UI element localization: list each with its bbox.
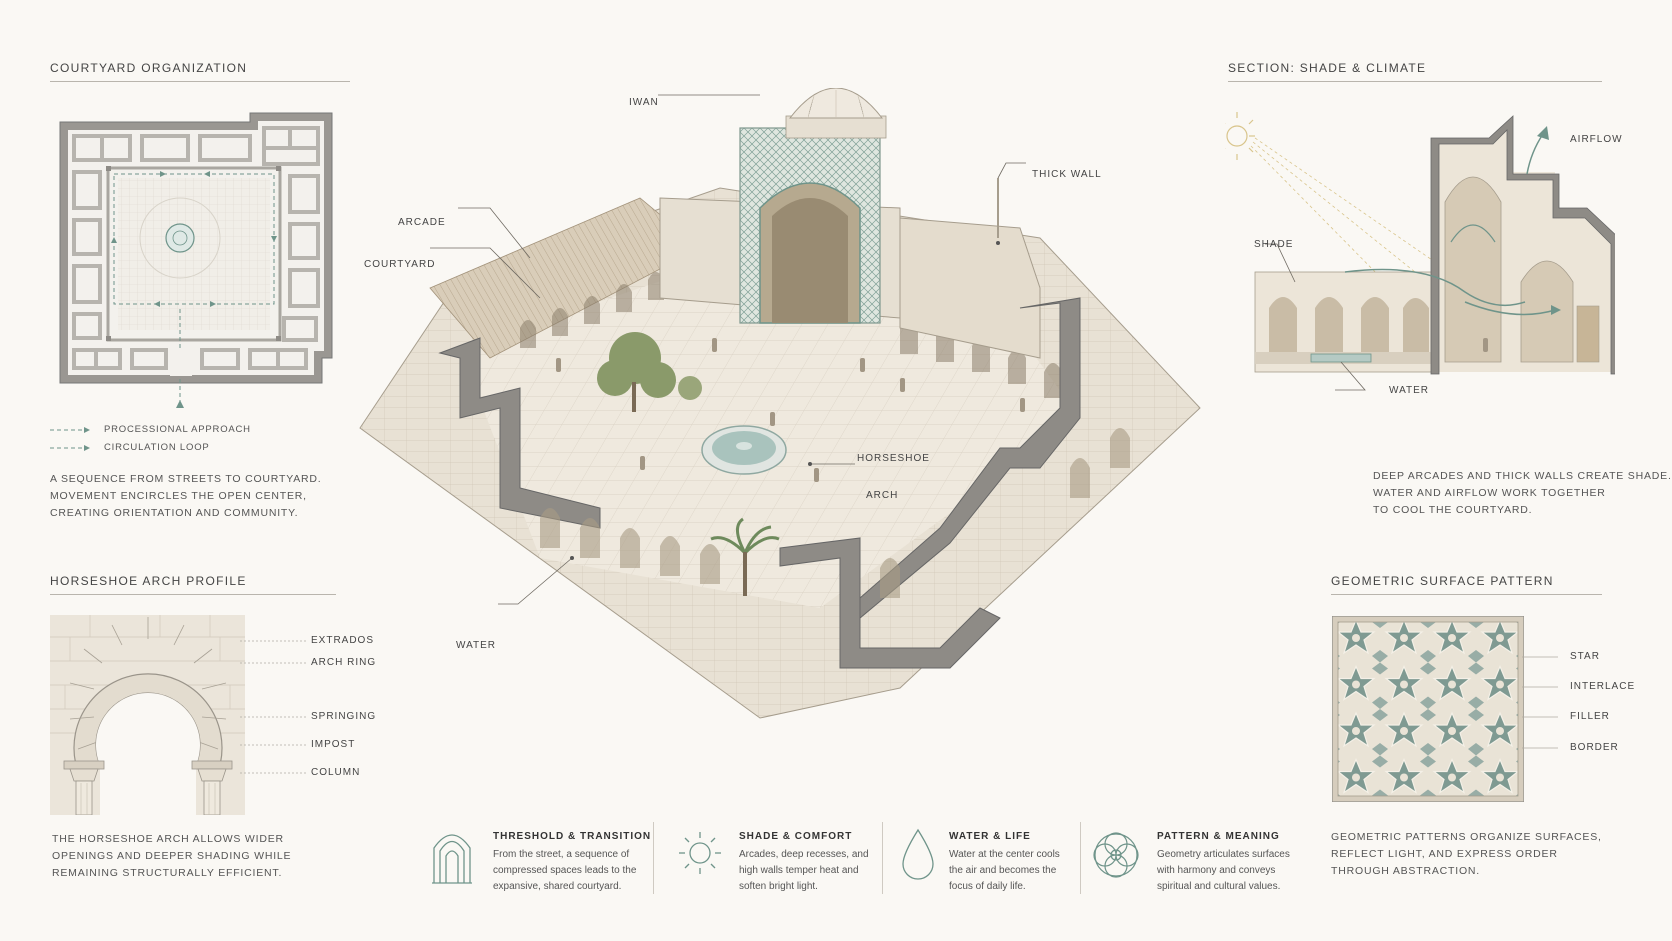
feature-body-line: focus of daily life. [949,881,1026,892]
axo-label-horseshoe: HORSESHOE [857,453,930,464]
axo-label-water: WATER [456,640,496,651]
pattern-label-border: BORDER [1570,742,1619,753]
section-heading-rule [1228,81,1602,82]
feature-body-pattern: Geometry articulates surfaces with harmo… [1157,847,1290,895]
feature-body-shade: Arcades, deep recesses, and high walls t… [739,847,869,895]
pattern-leader-lines [1522,656,1558,749]
sun-icon [1225,112,1255,160]
courtyard-caption-line: A SEQUENCE FROM STREETS TO COURTYARD. [50,473,322,485]
arch-label-springing: SPRINGING [311,711,377,722]
legend-processional-label: PROCESSIONAL APPROACH [104,424,251,435]
axo-label-iwan: IWAN [629,97,659,108]
feature-body-line: high walls temper heat and [739,865,859,876]
climate-section-drawing [1225,112,1615,391]
arch-caption-line: OPENINGS AND DEEPER SHADING WHILE [52,850,292,862]
pattern-caption-line: REFLECT LIGHT, AND EXPRESS ORDER [1331,848,1558,860]
geometric-pattern-panel [1332,616,1524,802]
feature-body-line: From the street, a sequence of [493,849,630,860]
legend-circulation-line [50,445,90,451]
feature-title-shade: SHADE & COMFORT [739,831,853,842]
feature-body-line: spiritual and cultural values. [1157,881,1281,892]
feature-body-line: the air and becomes the [949,865,1057,876]
section-label-water: WATER [1389,385,1429,396]
courtyard-heading-rule [50,81,350,82]
pattern-heading: GEOMETRIC SURFACE PATTERN [1331,574,1554,588]
arch-label-extrados: EXTRADOS [311,635,375,646]
pattern-heading-rule [1331,594,1602,595]
feature-separator [653,822,654,894]
courtyard-caption-line: CREATING ORIENTATION AND COMMUNITY. [50,507,299,519]
arch-profile-heading-rule [50,594,336,595]
pattern-label-interlace: INTERLACE [1570,681,1636,692]
axo-label-arcade: ARCADE [398,217,446,228]
legend-processional-line [50,427,90,433]
feature-body-line: with harmony and conveys [1157,865,1276,876]
feature-body-threshold: From the street, a sequence of compresse… [493,847,636,895]
section-label-shade: SHADE [1254,239,1294,250]
feature-title-threshold: THRESHOLD & TRANSITION [493,831,652,842]
feature-body-line: compressed spaces leads to the [493,865,637,876]
courtyard-caption: A SEQUENCE FROM STREETS TO COURTYARD. MO… [50,471,322,522]
pattern-caption: GEOMETRIC PATTERNS ORGANIZE SURFACES, RE… [1331,829,1602,880]
axo-label-arch: ARCH [866,490,899,501]
arch-label-column: COLUMN [311,767,361,778]
feature-body-line: Water at the center cools [949,849,1060,860]
feature-body-line: Geometry articulates surfaces [1157,849,1290,860]
pattern-caption-line: GEOMETRIC PATTERNS ORGANIZE SURFACES, [1331,831,1602,843]
pattern-label-star: STAR [1570,651,1600,662]
feature-body-line: Arcades, deep recesses, and [739,849,869,860]
feature-title-pattern: PATTERN & MEANING [1157,831,1280,842]
sun-icon [679,832,721,874]
legend-circulation-label: CIRCULATION LOOP [104,442,210,453]
arch-profile-heading: HORSESHOE ARCH PROFILE [50,574,247,588]
arch-leader-lines [240,640,306,774]
arch-label-impost: IMPOST [311,739,356,750]
arch-caption-line: THE HORSESHOE ARCH ALLOWS WIDER [52,833,284,845]
courtyard-axonometric-drawing [359,88,1201,719]
feature-title-water: WATER & LIFE [949,831,1031,842]
section-label-airflow: AIRFLOW [1570,134,1623,145]
arch-caption-line: REMAINING STRUCTURALLY EFFICIENT. [52,867,283,879]
section-heading: SECTION: SHADE & CLIMATE [1228,61,1427,75]
water-drop-icon [902,828,934,880]
section-caption-line: DEEP ARCADES AND THICK WALLS CREATE SHAD… [1373,470,1672,482]
arch-label-arch-ring: ARCH RING [311,657,377,668]
feature-body-water: Water at the center cools the air and be… [949,847,1060,895]
feature-body-line: expansive, shared courtyard. [493,881,622,892]
arch-caption: THE HORSESHOE ARCH ALLOWS WIDER OPENINGS… [52,831,291,882]
pattern-label-filler: FILLER [1570,711,1610,722]
courtyard-caption-line: MOVEMENT ENCIRCLES THE OPEN CENTER, [50,490,307,502]
section-caption-line: WATER AND AIRFLOW WORK TOGETHER [1373,487,1606,499]
axo-label-courtyard: COURTYARD [364,259,436,270]
geometric-rosette-icon [1093,832,1139,878]
arch-door-icon [432,834,472,884]
feature-body-line: soften bright light. [739,881,818,892]
courtyard-heading: COURTYARD ORGANIZATION [50,61,248,75]
axo-label-thick-wall: THICK WALL [1032,169,1102,180]
section-caption-line: TO COOL THE COURTYARD. [1373,504,1533,516]
horseshoe-arch-drawing [50,615,245,815]
pattern-caption-line: THROUGH ABSTRACTION. [1331,865,1481,877]
courtyard-floor-plan [59,112,333,408]
feature-separator [882,822,883,894]
section-caption: DEEP ARCADES AND THICK WALLS CREATE SHAD… [1373,468,1672,519]
feature-separator [1080,822,1081,894]
